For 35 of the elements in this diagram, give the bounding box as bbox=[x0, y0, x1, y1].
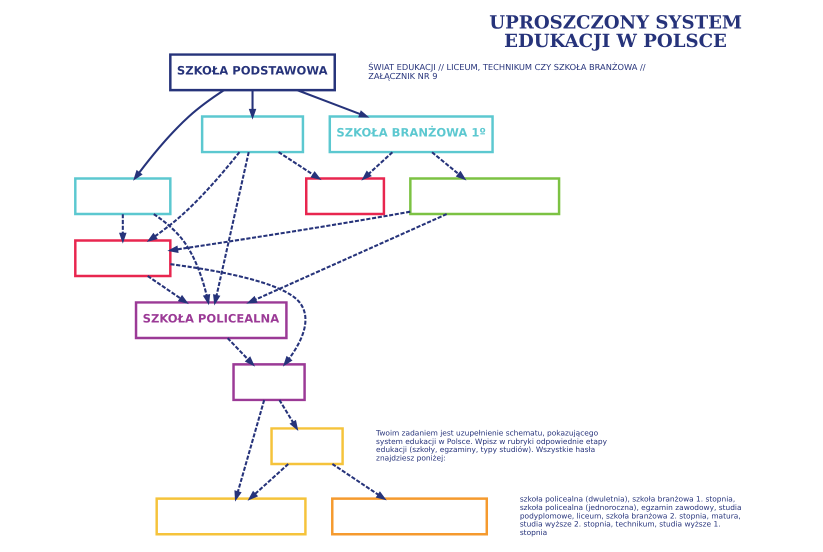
arrow bbox=[296, 89, 370, 118]
node-box bbox=[304, 177, 385, 216]
label: szkoła policealna (dwuletnia), szkoła branżowa 1. stopnia, szkoła policealna (jednoroczna), egzamin zawodowy, studia podyplomowe, liceum, szkoła branżowa 2. stopnia, matura, studia wyższe 2. stopnia, technikum, studia wyższe 1. stopnia bbox=[519, 494, 742, 537]
arrow bbox=[430, 151, 466, 180]
arrow bbox=[170, 263, 306, 367]
node-box bbox=[408, 177, 560, 216]
node-box bbox=[74, 239, 172, 278]
arrow bbox=[118, 214, 126, 244]
node-box bbox=[270, 427, 344, 466]
node-box bbox=[200, 115, 304, 154]
node-box: SZKOŁA PODSTAWOWA bbox=[168, 53, 336, 92]
arrow bbox=[331, 463, 386, 500]
arrow bbox=[234, 400, 265, 502]
arrow bbox=[146, 275, 188, 304]
arrow bbox=[247, 463, 288, 501]
arrow bbox=[166, 210, 410, 253]
arrow bbox=[278, 151, 322, 180]
arrow bbox=[152, 213, 210, 306]
node-box: SZKOŁA BRANŻOWA 1º bbox=[328, 115, 494, 154]
arrow bbox=[360, 151, 393, 181]
label: ŚWIAT EDUKACJI // LICEUM, TECHNIKUM CZY SZKOŁA BRANŻOWA // ZAŁĄCZNIK NR 9 bbox=[368, 62, 646, 81]
arrow bbox=[226, 337, 254, 367]
node-box bbox=[232, 363, 306, 402]
node-box bbox=[330, 497, 488, 536]
node-box bbox=[74, 177, 172, 216]
arrow bbox=[132, 89, 224, 181]
node-box: SZKOŁA POLICEALNA bbox=[134, 301, 288, 340]
arrow bbox=[246, 213, 447, 304]
arrow bbox=[278, 400, 298, 432]
arrow bbox=[248, 90, 256, 120]
node-box bbox=[154, 497, 306, 536]
arrow bbox=[212, 152, 250, 306]
diagram-title: UPROSZCZONY SYSTEM EDUKACJI W POLSCE bbox=[488, 12, 742, 52]
arrow bbox=[146, 152, 240, 242]
label: Twoim zadaniem jest uzupełnienie schematu, pokazującego system edukacji w Polsce. Wpisz w rubryki odpowiednie etapy edukacji (szkoły, egzaminy, typy studiów). Wszystkie hasła znajdziesz poniżej: bbox=[376, 428, 607, 462]
